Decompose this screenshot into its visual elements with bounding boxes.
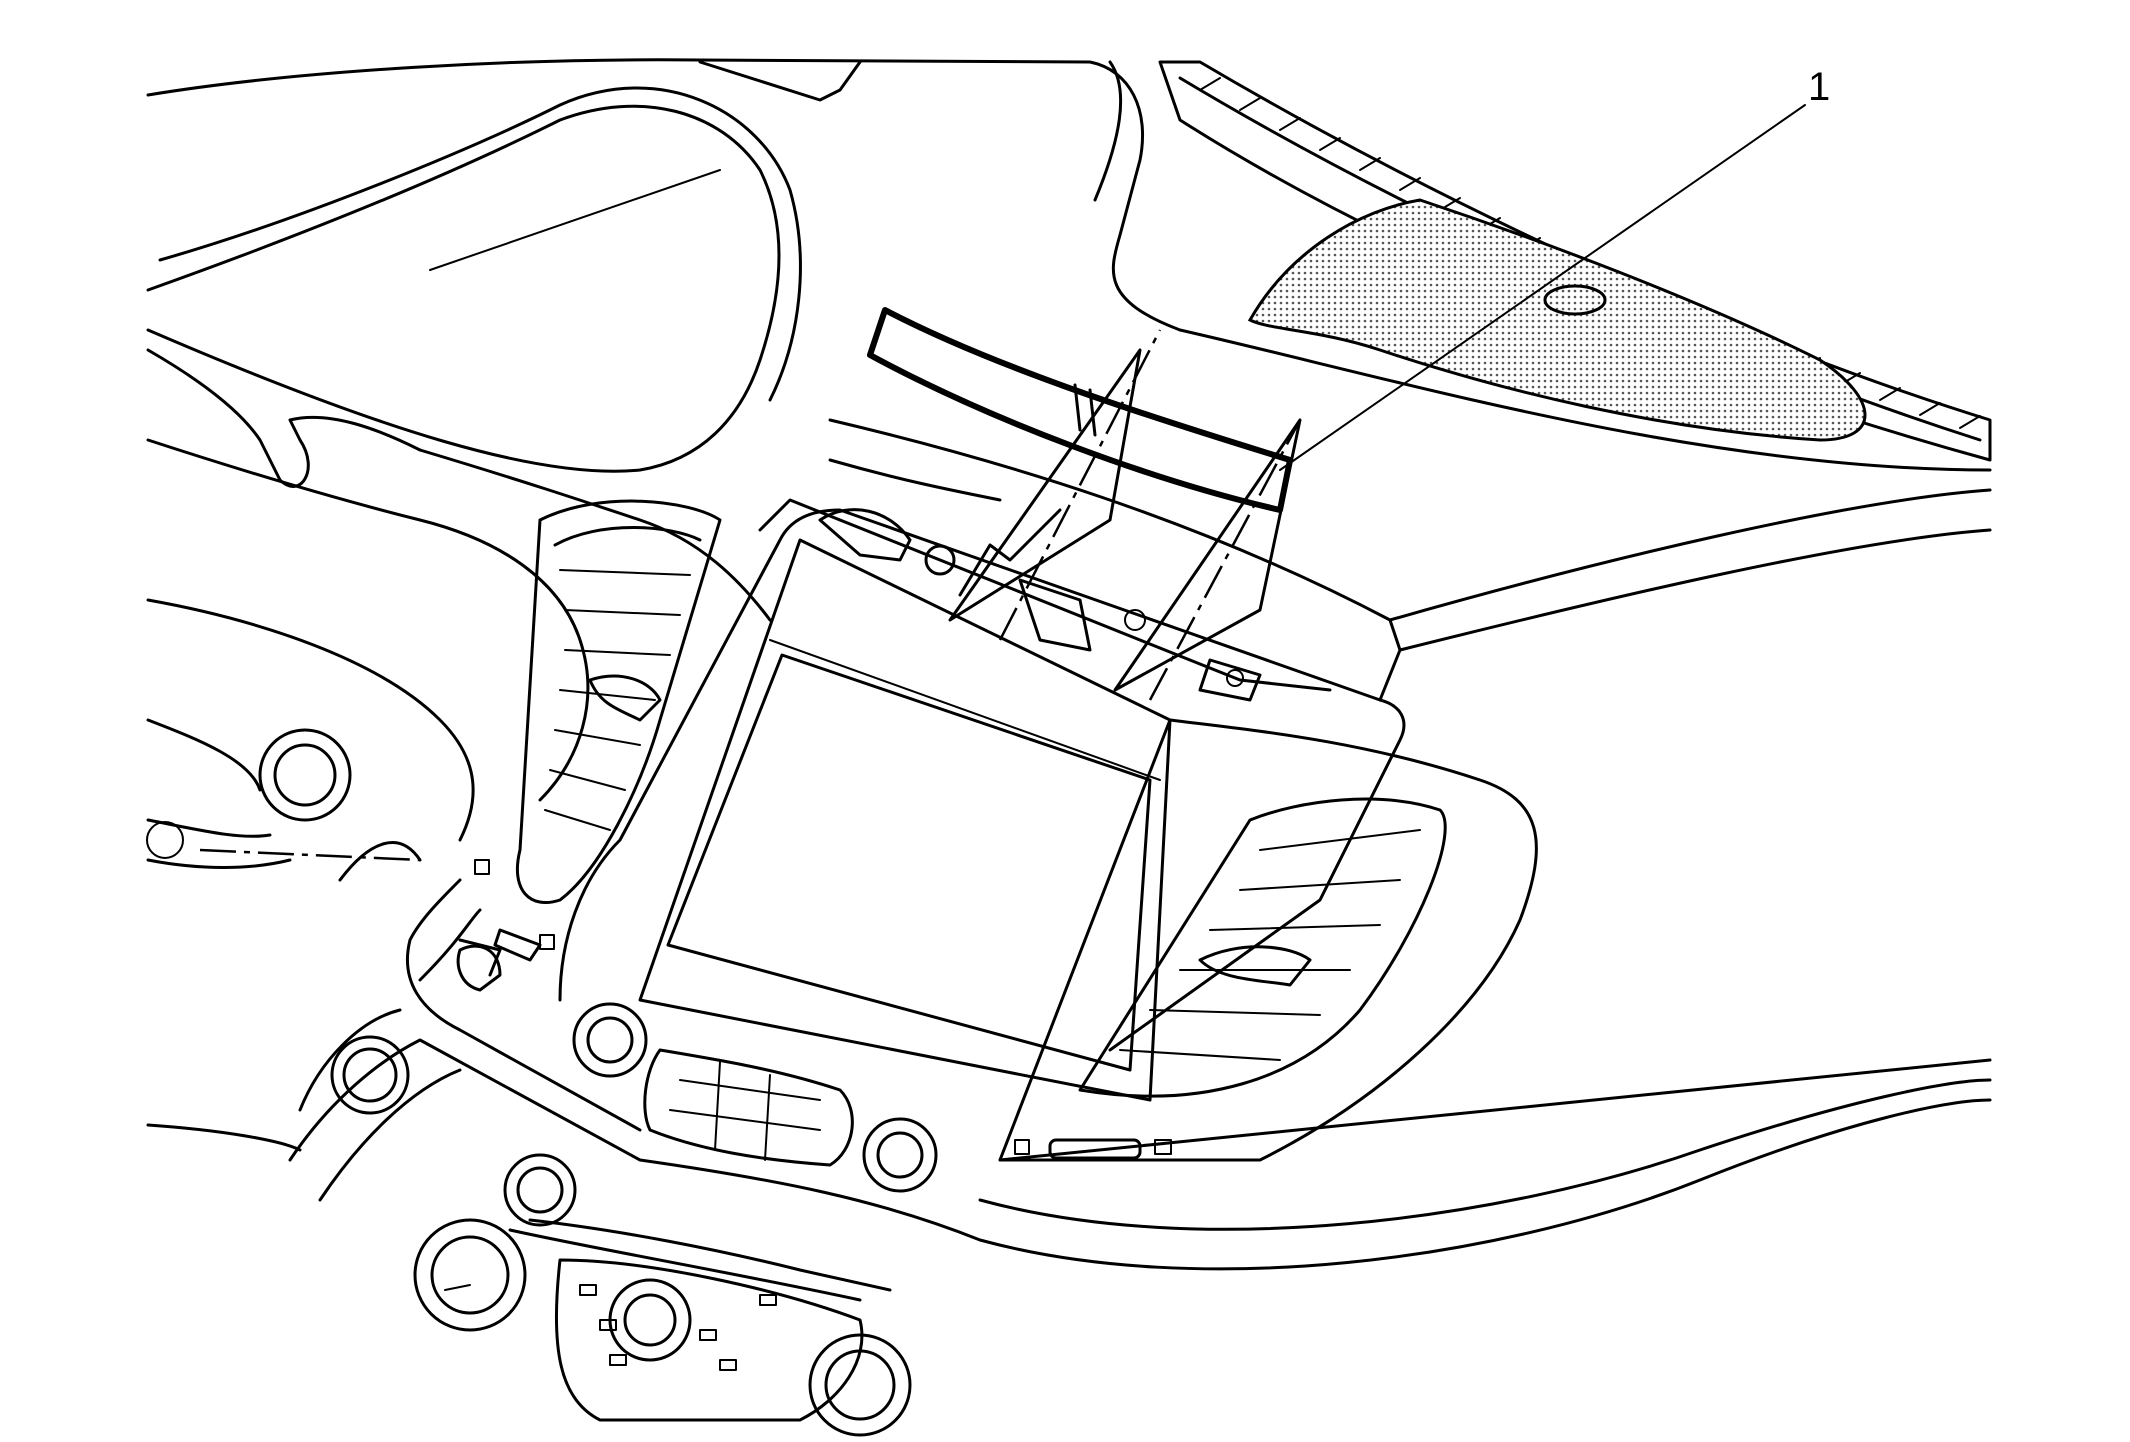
- instrument-cluster-hood: [146, 86, 802, 842]
- left-vent-controls: [456, 859, 555, 992]
- radio-controls: [503, 1002, 938, 1227]
- right-air-vent: [998, 718, 1538, 1162]
- lower-dash-sweep: [288, 878, 1992, 1271]
- speaker-grille: [1247, 198, 1867, 442]
- center-stack-bezel: [558, 498, 1406, 1052]
- dash-top-outline: [146, 58, 1182, 332]
- climate-panel: [413, 1218, 912, 1437]
- dash-contours: [828, 328, 1992, 702]
- callout-1-label: 1: [1808, 65, 1830, 109]
- steering-column: [146, 718, 422, 882]
- knee-bolster: [146, 908, 502, 1152]
- callout-1: 1: [1279, 65, 1830, 471]
- display-screen: [638, 538, 1172, 1102]
- left-air-vent: [515, 499, 722, 905]
- mounting-clips: [818, 508, 1262, 702]
- install-direction-arrows: [948, 329, 1302, 701]
